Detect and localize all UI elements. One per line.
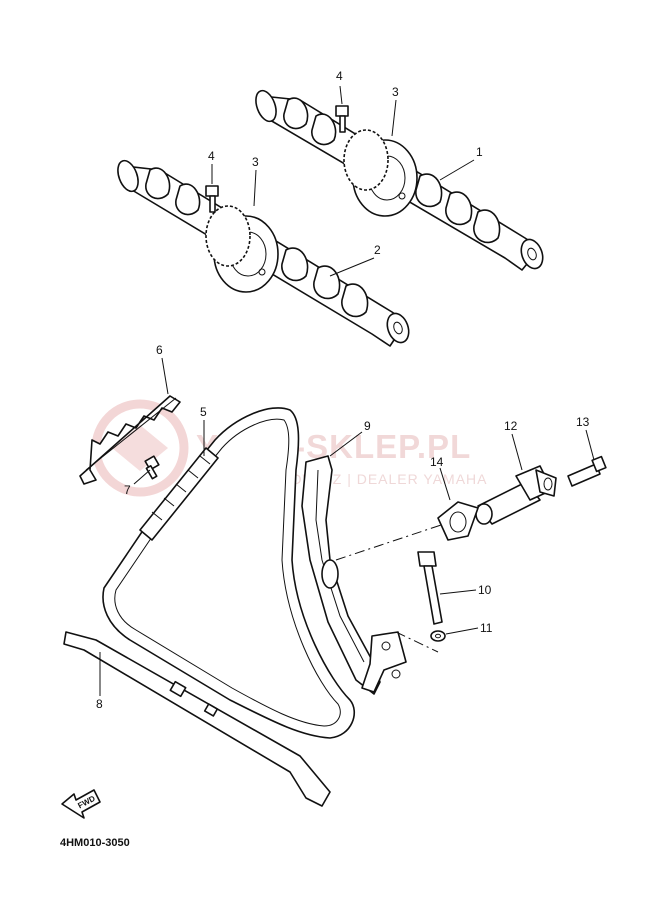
part-5-label: 5 [200,405,207,419]
part-3a-label: 3 [392,85,399,99]
part-14-label: 14 [430,455,444,469]
part-4b-label: 4 [208,149,215,163]
sprocket-bolt-4-upper [335,105,349,133]
part-1-label: 1 [476,145,483,159]
camshaft-2 [117,159,410,347]
tensioner-gasket-14 [437,501,479,541]
part-6-label: 6 [156,343,163,357]
chain-guide-8 [63,631,331,807]
sprocket-bolt-4-lower [205,185,219,213]
guide-bolt-10 [417,551,443,625]
washer-11 [430,630,446,642]
cam-sprocket-3-lower [205,205,251,267]
part-12-label: 12 [504,419,518,433]
part-3b-label: 3 [252,155,259,169]
part-8-label: 8 [96,697,103,711]
chain-guide-6 [79,395,181,485]
part-9-label: 9 [364,419,371,433]
part-2-label: 2 [374,243,381,257]
part-13-label: 13 [576,415,590,429]
cam-sprocket-3-upper [343,129,389,191]
part-7-label: 7 [124,483,131,497]
leader-lines [99,85,595,696]
part-11-label: 11 [480,621,493,635]
diagram-code: 4HM010-3050 [60,837,130,849]
assembly-centerline [335,517,463,561]
guide-bolt-7 [144,455,160,480]
part-10-label: 10 [478,583,492,597]
tensioner-guide-9 [301,455,407,695]
cam-chain-5 [102,407,355,739]
chain-tensioner-12 [475,465,557,525]
camshaft-1 [255,89,544,271]
tensioner-bolt-13 [567,455,607,487]
bolt-centerline [395,631,439,653]
part-4a-label: 4 [336,69,343,83]
forward-arrow-icon: FWD [61,789,101,819]
callout-labels: 1 2 3 3 4 4 5 6 7 8 9 10 11 12 13 14 [96,69,590,711]
